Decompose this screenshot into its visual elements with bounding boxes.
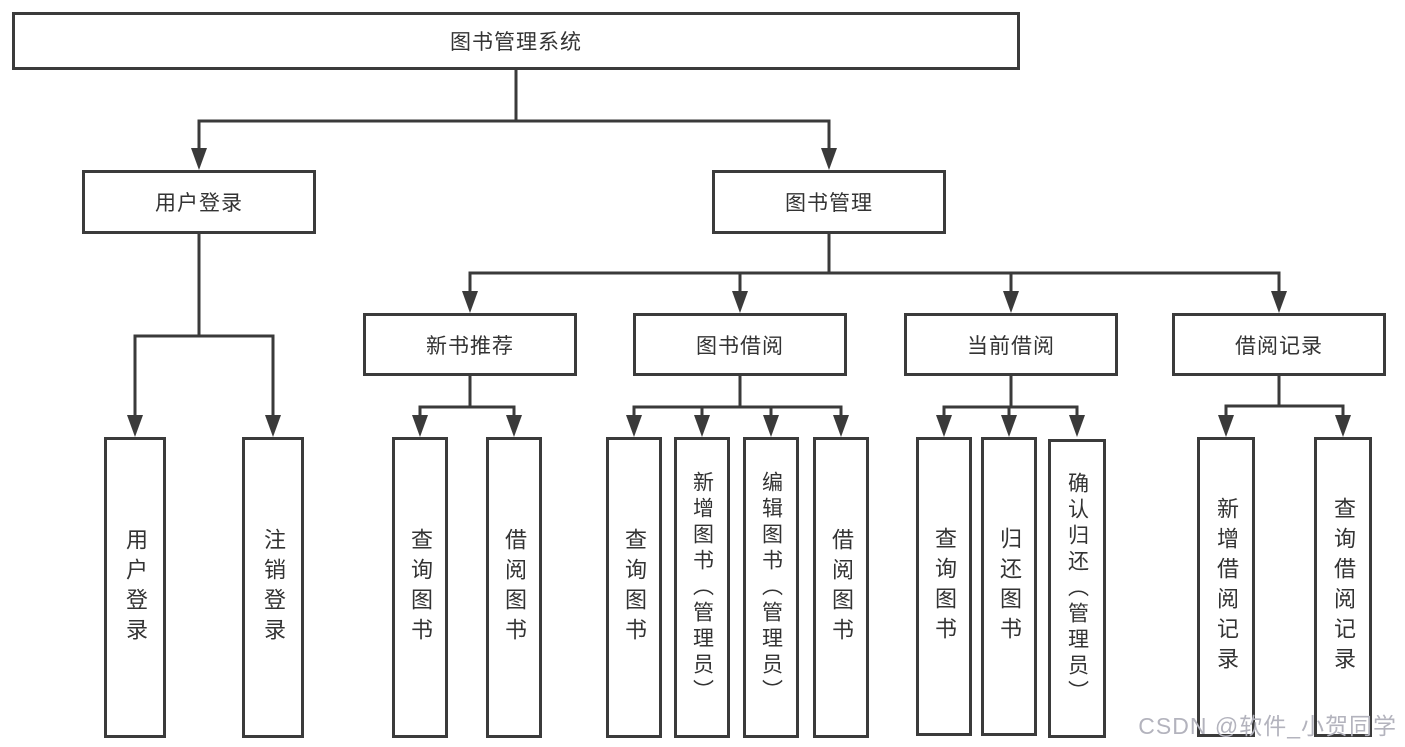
leaf-borrow-books: 借阅图书 bbox=[813, 437, 869, 738]
arrow-down-icon bbox=[694, 415, 710, 437]
node-user-login: 用户登录 bbox=[82, 170, 316, 234]
node-borrowing-records: 借阅记录 bbox=[1172, 313, 1386, 376]
connector-borrow-records-split bbox=[1218, 374, 1351, 437]
leaf-query-books-rec: 查询图书 bbox=[392, 437, 448, 738]
arrow-down-icon bbox=[127, 415, 143, 437]
node-current-borrowing: 当前借阅 bbox=[904, 313, 1118, 376]
arrow-down-icon bbox=[265, 415, 281, 437]
connector-new-book-rec-split bbox=[412, 374, 522, 437]
arrow-down-icon bbox=[821, 148, 837, 170]
arrow-down-icon bbox=[412, 415, 428, 437]
arrow-down-icon bbox=[1271, 291, 1287, 313]
arrow-down-icon bbox=[1001, 415, 1017, 437]
connector-user-login-split bbox=[127, 232, 281, 437]
node-book-management: 图书管理 bbox=[712, 170, 946, 234]
arrow-down-icon bbox=[1218, 415, 1234, 437]
leaf-add-borrow-record: 新增借阅记录 bbox=[1197, 437, 1255, 737]
arrow-down-icon bbox=[626, 415, 642, 437]
leaf-query-books-current: 查询图书 bbox=[916, 437, 972, 736]
leaf-confirm-return-admin: 确认归还（管理员） bbox=[1048, 439, 1106, 738]
arrow-down-icon bbox=[936, 415, 952, 437]
leaf-query-borrow-record: 查询借阅记录 bbox=[1314, 437, 1372, 737]
arrow-down-icon bbox=[462, 291, 478, 313]
leaf-edit-books-admin: 编辑图书（管理员） bbox=[743, 437, 799, 738]
leaf-return-books: 归还图书 bbox=[981, 437, 1037, 736]
arrow-down-icon bbox=[1069, 415, 1085, 437]
leaf-borrow-books-rec: 借阅图书 bbox=[486, 437, 542, 738]
connector-book-mgmt-split bbox=[462, 232, 1287, 313]
arrow-down-icon bbox=[506, 415, 522, 437]
arrow-down-icon bbox=[1335, 415, 1351, 437]
arrow-down-icon bbox=[1003, 291, 1019, 313]
node-new-book-recommend: 新书推荐 bbox=[363, 313, 577, 376]
arrow-down-icon bbox=[732, 291, 748, 313]
node-library-system: 图书管理系统 bbox=[12, 12, 1020, 70]
arrow-down-icon bbox=[763, 415, 779, 437]
leaf-logout: 注销登录 bbox=[242, 437, 304, 738]
leaf-user-login: 用户登录 bbox=[104, 437, 166, 738]
connector-current-borrow-split bbox=[936, 374, 1085, 437]
node-book-borrowing: 图书借阅 bbox=[633, 313, 847, 376]
leaf-add-books-admin: 新增图书（管理员） bbox=[674, 437, 730, 738]
connector-root-split bbox=[191, 68, 837, 170]
arrow-down-icon bbox=[191, 148, 207, 170]
watermark: CSDN @软件_小贺同学 bbox=[1138, 713, 1397, 739]
connector-book-borrow-split bbox=[626, 374, 849, 437]
arrow-down-icon bbox=[833, 415, 849, 437]
leaf-query-books-borrow: 查询图书 bbox=[606, 437, 662, 738]
